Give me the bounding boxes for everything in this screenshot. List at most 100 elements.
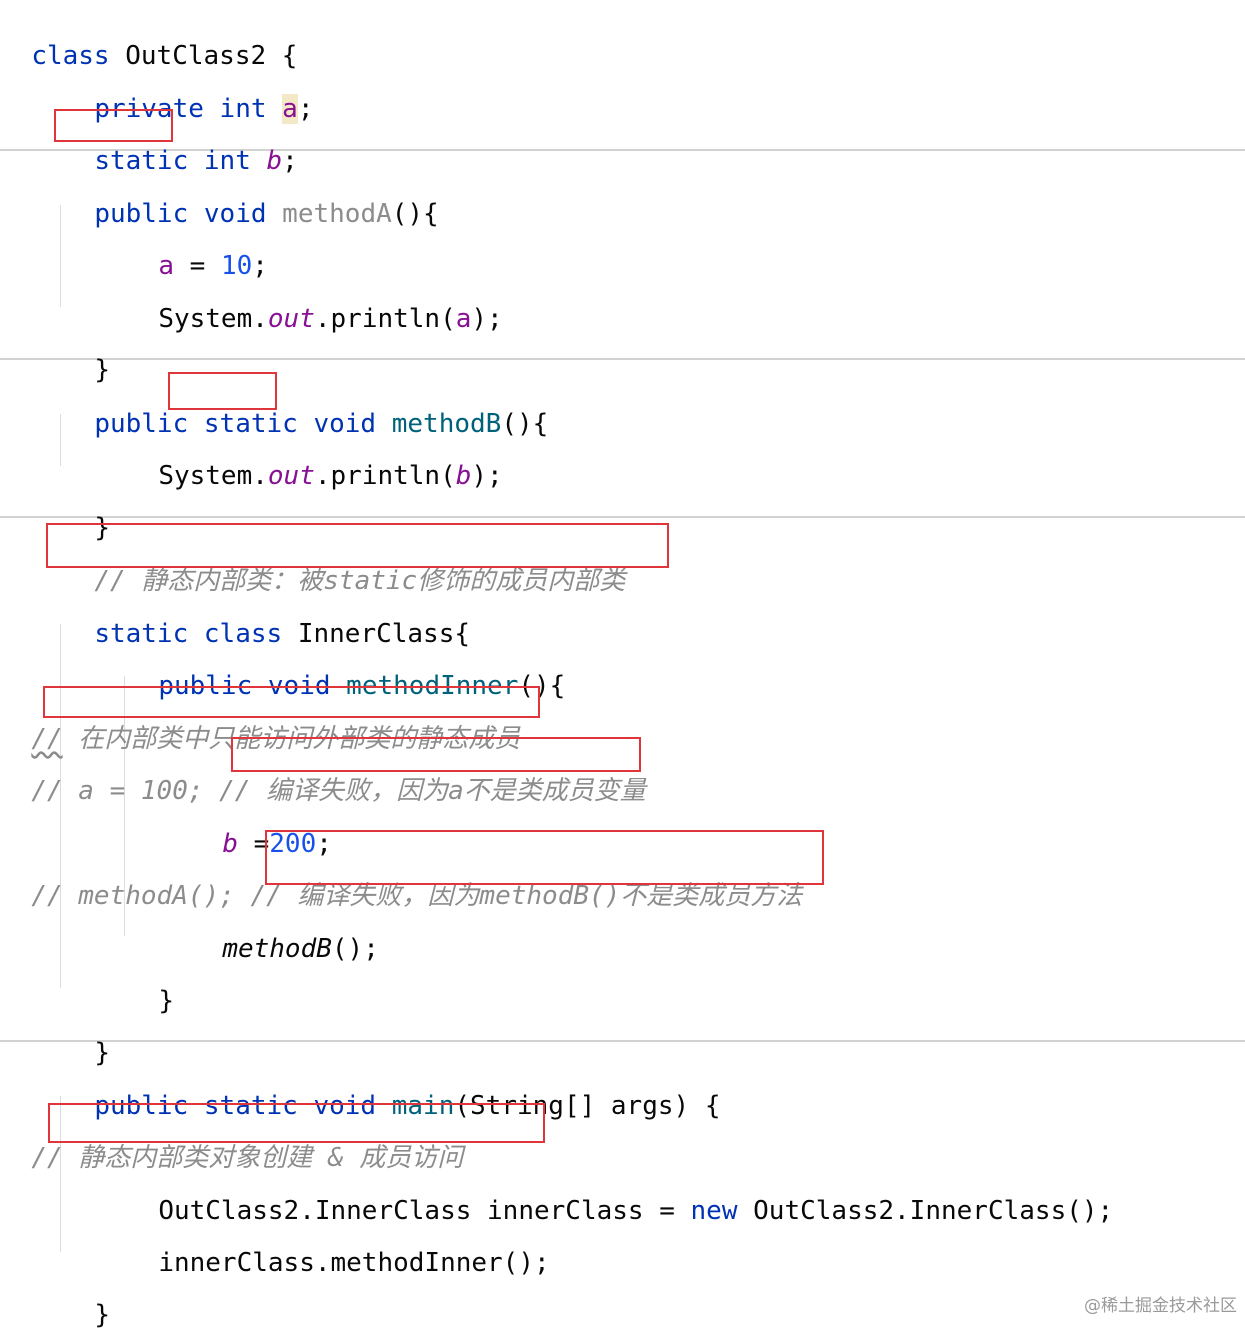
annotation-box-access-comment: [43, 686, 540, 718]
class-ref: System.: [158, 461, 268, 491]
field-name: a: [158, 251, 174, 281]
keyword: static: [203, 1091, 298, 1121]
static-method-call: methodB: [222, 934, 332, 964]
code-line-close-brace[interactable]: }: [63, 999, 110, 1068]
keyword: void: [313, 1091, 377, 1121]
keyword: public: [94, 1091, 189, 1121]
annotation-box-inner-comment: [46, 523, 669, 568]
method-separator: [0, 149, 1245, 151]
code-line-assign-b[interactable]: b =200;: [191, 790, 332, 859]
brace: }: [158, 986, 174, 1016]
method-name: main: [391, 1091, 455, 1121]
code-line-innerclass-decl[interactable]: static class InnerClass{: [63, 580, 470, 649]
comment: // 静态内部类：被static修饰的成员内部类: [94, 566, 626, 596]
punct: );: [471, 304, 503, 334]
number-literal: 10: [220, 251, 253, 281]
comment: 编译失败，因为a不是类成员变量: [266, 776, 646, 806]
code-line-assign-a[interactable]: a = 10;: [127, 212, 268, 281]
annotation-box-static-field: [54, 109, 173, 142]
code-line-class-decl[interactable]: class OutClass2 {: [0, 2, 297, 71]
code-line-commented-methodA[interactable]: // methodA(); // 编译失败，因为methodB()不是类成员方法: [0, 842, 802, 911]
punct: );: [471, 461, 503, 491]
static-field-name: out: [267, 461, 315, 491]
code-line-methodB-decl[interactable]: public static void methodB(){: [63, 370, 548, 439]
code-line-close-brace[interactable]: }: [127, 947, 174, 1016]
indent-guide: [60, 414, 61, 466]
keyword: class: [203, 619, 283, 649]
brace: }: [94, 513, 110, 543]
code-line-methodInner-decl[interactable]: public void methodInner(){: [127, 632, 565, 701]
keyword: new: [690, 1196, 738, 1226]
code-line-new-inner[interactable]: OutClass2.InnerClass innerClass = new Ou…: [127, 1157, 1113, 1226]
semicolon: ;: [316, 829, 332, 859]
static-field-name: out: [267, 304, 315, 334]
code-line-comment-access[interactable]: // 在内部类中只能访问外部类的静态成员: [0, 685, 520, 754]
static-field-name: b: [266, 146, 283, 176]
semicolon: ;: [282, 146, 298, 176]
class-ref: System.: [158, 304, 268, 334]
comment: 在内部类中只能访问外部类的静态成员: [78, 724, 521, 754]
code-line-comment-create[interactable]: // 静态内部类对象创建 & 成员访问: [0, 1104, 463, 1173]
method-name: methodA: [282, 199, 392, 229]
code-line-field-a[interactable]: private int a;: [63, 55, 313, 124]
punct: (){: [391, 199, 439, 229]
brace: }: [94, 1038, 110, 1068]
semicolon: ;: [252, 251, 268, 281]
watermark: @稀土掘金技术社区: [1084, 1296, 1237, 1316]
keyword: static: [94, 146, 189, 176]
code-line-comment-static-inner[interactable]: // 静态内部类：被static修饰的成员内部类: [63, 527, 625, 596]
punct: ();: [331, 934, 379, 964]
indent-guide: [60, 1096, 61, 1252]
class-name: InnerClass{: [297, 619, 471, 649]
method-separator: [0, 516, 1245, 518]
field-name: a: [455, 304, 472, 334]
keyword: void: [203, 199, 267, 229]
code-line-call-methodB[interactable]: methodB();: [191, 895, 379, 964]
keyword: static: [94, 619, 189, 649]
code-line-methodA-decl[interactable]: public void methodA(){: [63, 160, 438, 229]
code-line-commented-assign-a[interactable]: // a = 100; // 编译失败，因为a不是类成员变量: [0, 737, 645, 806]
keyword: public: [94, 199, 189, 229]
class-name: OutClass2: [125, 41, 267, 71]
method-call: innerClass.methodInner();: [158, 1248, 550, 1278]
operator: =: [173, 251, 221, 281]
method-separator: [0, 358, 1245, 360]
comment-slashes: //: [31, 724, 63, 754]
keyword: void: [313, 409, 377, 439]
comment: 静态内部类对象创建 & 成员访问: [78, 1143, 464, 1173]
code-line-close-brace[interactable]: }: [63, 474, 110, 543]
commented-code: // methodA(); //: [31, 881, 282, 911]
code-line-close-brace[interactable]: }: [63, 316, 110, 385]
call: .println(: [314, 461, 456, 491]
comment-slashes: //: [31, 1143, 63, 1173]
semicolon: ;: [297, 94, 314, 124]
indent-guide: [124, 676, 125, 936]
method-separator: [0, 1040, 1245, 1042]
declaration: OutClass2.InnerClass innerClass =: [158, 1196, 691, 1226]
code-line-call-methodInner[interactable]: innerClass.methodInner();: [127, 1209, 549, 1278]
keyword: class: [31, 41, 110, 71]
code-line-main-decl[interactable]: public static void main(String[] args) {: [63, 1052, 720, 1121]
comment: 编译失败，因为methodB()不是类成员方法: [297, 881, 803, 911]
static-field-name: b: [455, 461, 472, 491]
number-literal: 200: [269, 829, 317, 859]
annotation-box-error-a: [231, 737, 641, 772]
code-line-close-brace[interactable]: }: [63, 1261, 110, 1330]
keyword: int: [203, 146, 251, 176]
indent-guide: [60, 624, 61, 988]
keyword: public: [94, 409, 189, 439]
annotation-box-error-methodB: [265, 830, 824, 885]
indent-guide: [60, 205, 61, 307]
method-name: methodB: [391, 409, 502, 439]
static-field-name: b: [222, 829, 238, 859]
brace: }: [94, 1300, 110, 1330]
annotation-box-static-method: [168, 372, 277, 410]
brace: {: [281, 41, 298, 71]
code-line-println-b[interactable]: System.out.println(b);: [127, 422, 502, 491]
keyword: static: [203, 409, 298, 439]
code-line-println-a[interactable]: System.out.println(a);: [127, 265, 502, 334]
field-name: a: [282, 94, 298, 124]
constructor-call: OutClass2.InnerClass();: [737, 1196, 1114, 1226]
commented-code: // a = 100; //: [31, 776, 251, 806]
code-line-field-b[interactable]: static int b;: [63, 107, 298, 176]
